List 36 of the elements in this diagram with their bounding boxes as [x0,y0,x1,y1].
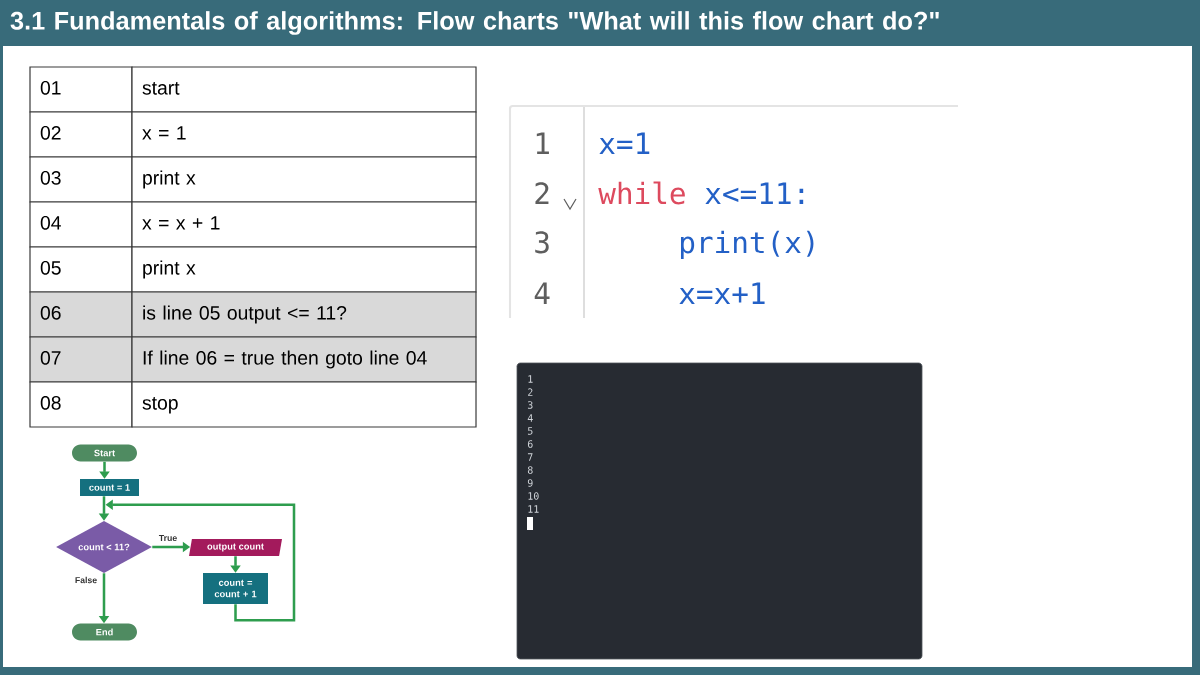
title-bar: 3.1 Fundamentals of algorithms: Flow charts "What will this flow chart do?" [0,0,1200,46]
output-line: 7 [527,453,533,461]
output-line: 2 [528,388,533,396]
process-box: count = 1 [80,479,139,496]
output-line: 8 [527,466,533,474]
output-line: 10 [528,492,539,500]
code-text: print(x) [681,230,814,260]
line-number: 3 [535,231,549,254]
output-line: 1 [528,375,533,383]
table-cell: 05 [29,246,133,293]
output-line: 5 [527,427,533,435]
output-line: 6 [527,440,533,448]
edge-label: True [157,533,179,543]
line-number: 1 [536,132,549,154]
line-number: 2 [535,182,549,204]
output-parallelogram: output count [189,539,282,556]
output-line: 3 [527,401,533,409]
output-line: 9 [527,479,533,487]
start-terminator: Start [72,444,137,462]
line-number: 4 [534,282,550,304]
table-cell: 01 [29,66,133,113]
table-cell: 03 [29,156,133,203]
table-cell: 08 [29,381,133,428]
output-line: 4 [527,414,533,422]
end-terminator: End [72,623,137,641]
code-keyword: while [598,181,685,205]
table-cell: 02 [29,111,133,158]
table-cell: 04 [29,201,133,248]
table-cell: 07 [29,336,133,383]
code-text: x=x+1 [679,282,765,304]
code-text: x=1 [599,132,650,154]
table-cell: 06 [29,291,133,338]
code-text: x<=11: [705,182,804,204]
process-box: count = count + 1 [203,573,268,604]
output-line: 11 [528,505,539,513]
edge-label: False [73,575,99,585]
